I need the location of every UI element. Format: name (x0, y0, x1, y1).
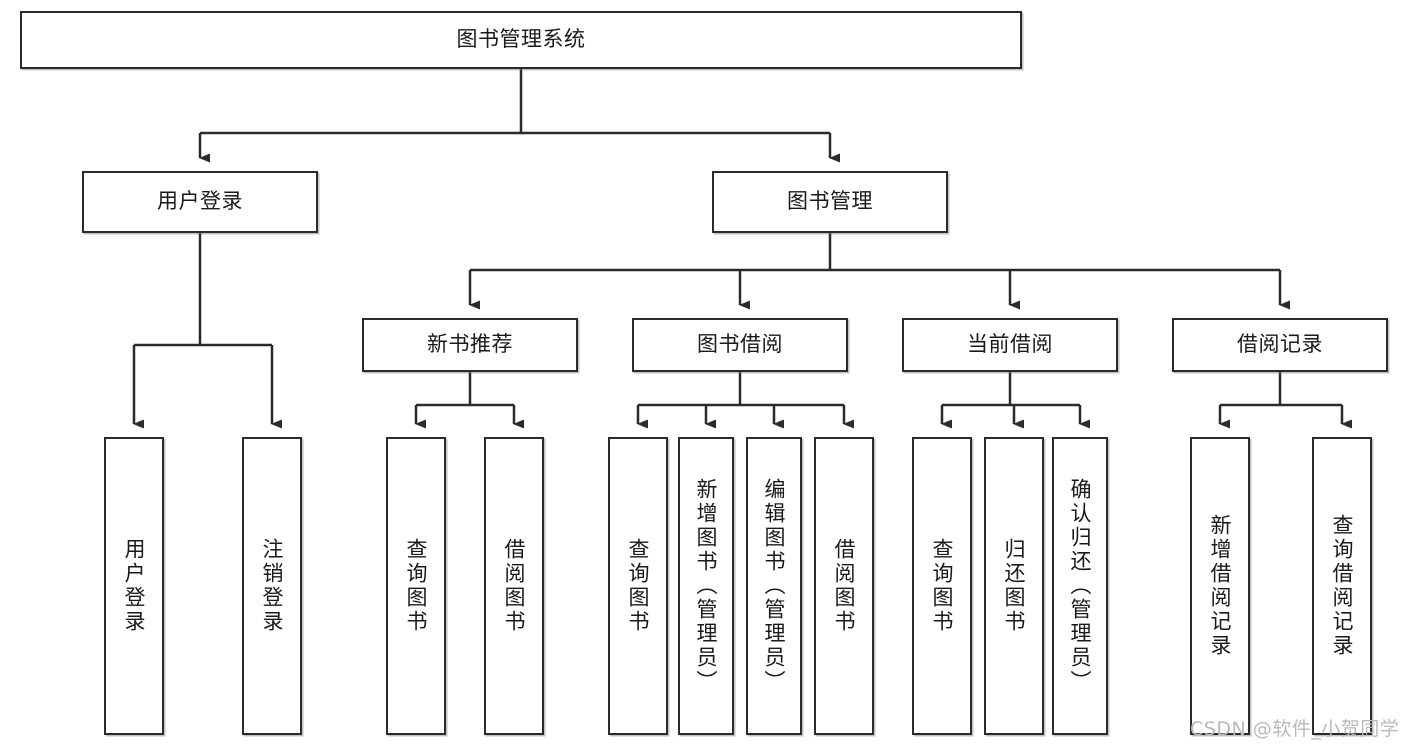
node-leaf-edit-book-admin[interactable]: 编辑图书（管理员） (746, 437, 802, 735)
edges-borrowrecord-to-leaves (1218, 372, 1352, 429)
node-label: 图书管理 (787, 189, 873, 214)
node-label: 查询借阅记录 (1330, 514, 1355, 658)
node-label: 用户登录 (122, 538, 147, 634)
node-book-borrow[interactable]: 图书借阅 (632, 318, 848, 372)
edges-newbookrec-to-leaves (414, 372, 524, 429)
node-user-login[interactable]: 用户登录 (82, 171, 318, 233)
node-leaf-logout[interactable]: 注销登录 (242, 437, 302, 735)
node-label: 当前借阅 (967, 332, 1053, 357)
node-borrow-record[interactable]: 借阅记录 (1172, 318, 1388, 372)
node-label: 图书管理系统 (456, 27, 586, 52)
node-label: 用户登录 (157, 189, 243, 214)
node-label: 借阅图书 (832, 538, 857, 634)
edges-userlogin-to-leaves (132, 233, 282, 429)
node-label: 查询图书 (626, 538, 651, 634)
node-label: 确认归还（管理员） (1068, 478, 1093, 694)
node-leaf-query-book[interactable]: 查询图书 (608, 437, 668, 735)
node-label: 新增借阅记录 (1208, 514, 1233, 658)
node-leaf-confirm-return-admin[interactable]: 确认归还（管理员） (1052, 437, 1108, 735)
node-book-management[interactable]: 图书管理 (712, 171, 948, 233)
edges-currentborrow-to-leaves (940, 372, 1090, 429)
node-label: 借阅图书 (502, 538, 527, 634)
node-leaf-query-borrow-record[interactable]: 查询借阅记录 (1312, 437, 1372, 735)
node-leaf-add-book-admin[interactable]: 新增图书（管理员） (678, 437, 734, 735)
node-label: 查询图书 (930, 538, 955, 634)
node-leaf-query-book-current[interactable]: 查询图书 (912, 437, 972, 735)
node-leaf-return-book[interactable]: 归还图书 (984, 437, 1044, 735)
node-label: 查询图书 (404, 538, 429, 634)
node-label: 新增图书（管理员） (694, 478, 719, 694)
node-root-system[interactable]: 图书管理系统 (20, 11, 1022, 69)
node-leaf-borrow-book[interactable]: 借阅图书 (814, 437, 874, 735)
edges-bookmgmt-to-level3 (468, 233, 1290, 310)
node-leaf-add-borrow-record[interactable]: 新增借阅记录 (1190, 437, 1250, 735)
node-label: 归还图书 (1002, 538, 1027, 634)
node-leaf-borrow-book-rec[interactable]: 借阅图书 (484, 437, 544, 735)
node-label: 新书推荐 (427, 332, 513, 357)
edges-root-to-level2 (198, 69, 840, 163)
csdn-watermark: CSDN @软件_小贺同学 (1190, 718, 1400, 740)
node-leaf-query-book-rec[interactable]: 查询图书 (386, 437, 446, 735)
node-label: 借阅记录 (1237, 332, 1323, 357)
node-label: 编辑图书（管理员） (762, 478, 787, 694)
node-new-book-recommend[interactable]: 新书推荐 (362, 318, 578, 372)
node-current-borrow[interactable]: 当前借阅 (902, 318, 1118, 372)
edges-bookborrow-to-leaves (636, 372, 854, 429)
node-leaf-user-login[interactable]: 用户登录 (104, 437, 164, 735)
node-label: 注销登录 (260, 538, 285, 634)
node-label: 图书借阅 (697, 332, 783, 357)
